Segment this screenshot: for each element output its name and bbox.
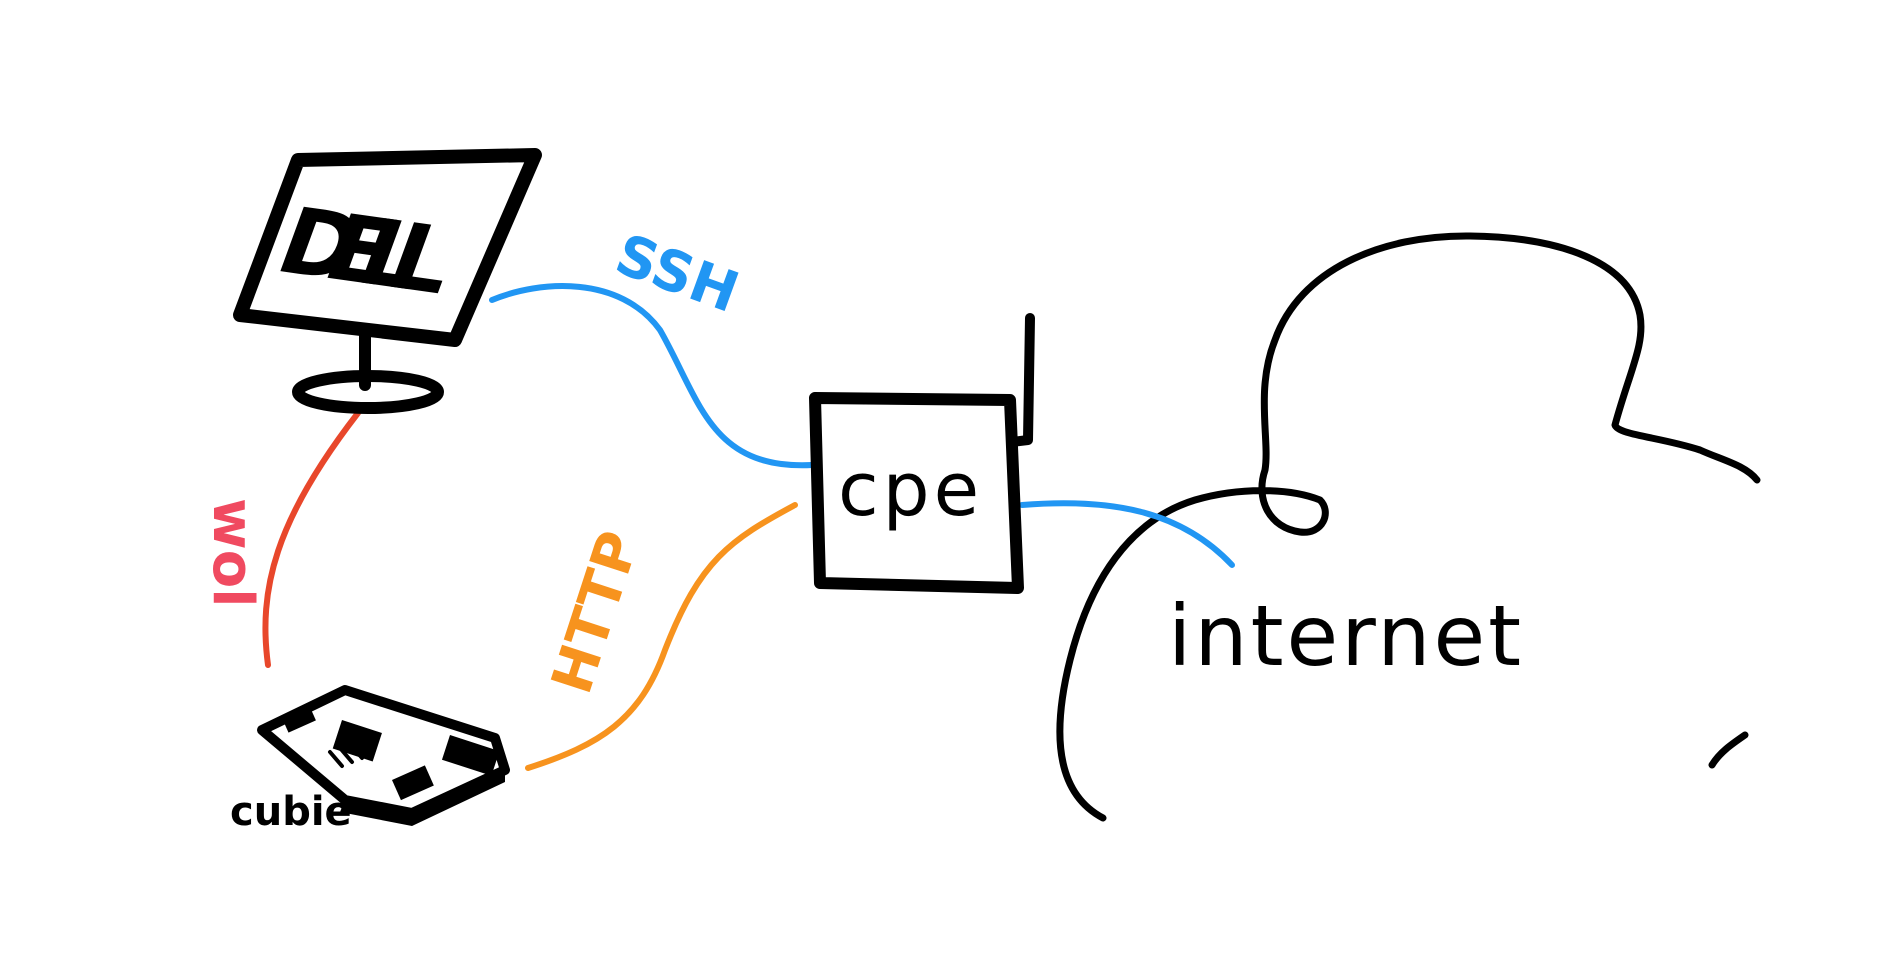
cpe-router: cpe bbox=[809, 313, 1035, 594]
board-port-usb bbox=[441, 735, 500, 776]
router-body bbox=[809, 392, 1024, 594]
wol-link-label: wol bbox=[200, 498, 265, 607]
http-link-label: HTTP bbox=[539, 524, 652, 702]
circuit-board-icon bbox=[257, 685, 510, 826]
monitor-label: DELL bbox=[264, 188, 470, 314]
router-label: cpe bbox=[838, 447, 983, 533]
board-port-small bbox=[282, 705, 316, 733]
http-link-line bbox=[525, 502, 798, 771]
board-label: cubie bbox=[230, 789, 352, 835]
cloud-icon bbox=[1056, 232, 1761, 822]
router-icon bbox=[809, 313, 1035, 594]
internet-cloud: internet bbox=[1056, 232, 1761, 822]
ssh-link-label: SSH bbox=[607, 222, 747, 326]
board-traces bbox=[328, 742, 364, 768]
monitor-icon bbox=[233, 148, 542, 414]
monitor-base bbox=[292, 370, 444, 414]
board-connector bbox=[392, 765, 434, 801]
dell-monitor: DELL bbox=[233, 148, 542, 414]
board-side-shadow bbox=[340, 770, 505, 826]
wol-link-line bbox=[262, 410, 361, 668]
internet-label: internet bbox=[1168, 587, 1524, 685]
cloud-tail-stroke bbox=[1708, 731, 1749, 769]
uplink-line bbox=[1019, 500, 1235, 568]
monitor-screen bbox=[233, 148, 542, 347]
links: SSH HTTP wol bbox=[200, 222, 1235, 771]
router-antenna bbox=[1007, 313, 1035, 447]
cubie-board: cubie bbox=[230, 685, 510, 835]
ssh-link-line bbox=[489, 283, 815, 469]
